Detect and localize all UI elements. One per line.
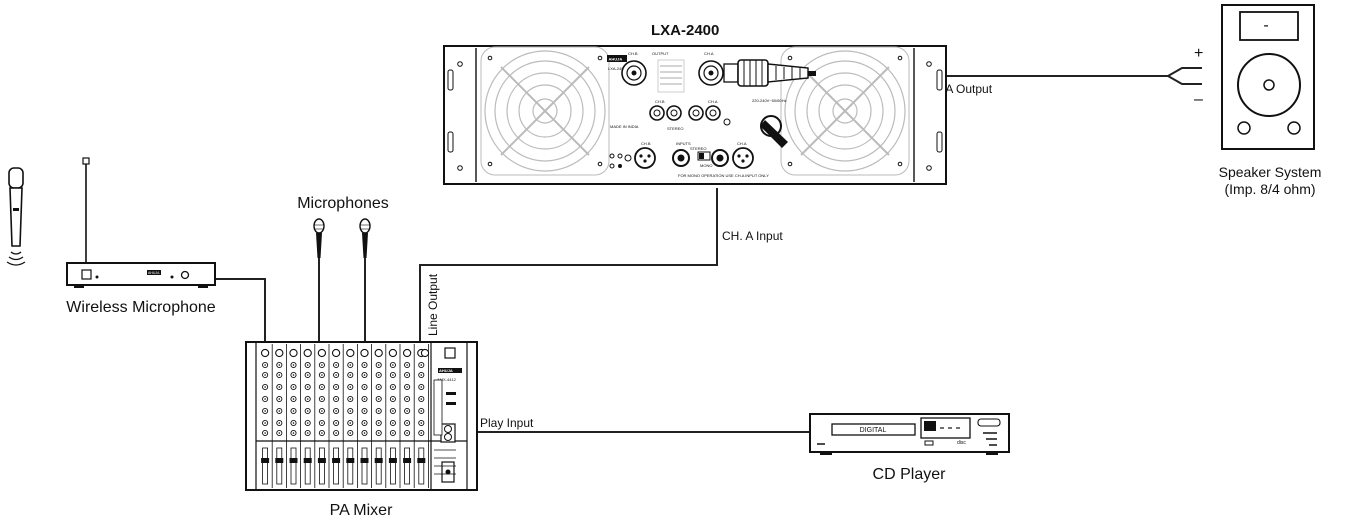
- mixer-channel-strip: [289, 344, 302, 488]
- power-switch-icon: [760, 115, 788, 148]
- speaker-minus: –: [1194, 91, 1203, 108]
- microphone-1-icon: [313, 218, 325, 259]
- handheld-mic-icon: [6, 167, 26, 266]
- mixer-channel-strip: [331, 344, 344, 488]
- mixer-channel-strip: [346, 344, 358, 488]
- cd-display-text: DIGITAL: [860, 427, 887, 434]
- speakon-plug-icon: [723, 59, 816, 87]
- output-ch-b-label: CH.B: [628, 51, 638, 56]
- ch-a-output-cable: [815, 67, 1202, 77]
- mixer-channel-strip: [360, 344, 373, 488]
- output-ch-a-label: CH.A: [704, 51, 714, 56]
- speaker-top-sign: -: [1263, 17, 1268, 34]
- cd-disc-text: disc: [957, 440, 966, 446]
- pa-mixer-label: PA Mixer: [330, 502, 394, 519]
- wireless-brand: AHUJA: [148, 271, 160, 275]
- svg-text:CH.A: CH.A: [708, 99, 718, 104]
- mixer-channel-strip: [317, 344, 330, 488]
- wireless-microphone-label: Wireless Microphone: [66, 299, 215, 316]
- mixer-channel-strip: [303, 344, 316, 488]
- output-text: OUTPUT: [652, 51, 669, 56]
- inputs-text: INPUTS: [676, 141, 691, 146]
- stereo-mono-switch: [697, 151, 711, 161]
- speaker-name: Speaker System: [1219, 164, 1322, 180]
- svg-text:CH.A: CH.A: [737, 141, 747, 146]
- svg-text:CH.B: CH.B: [641, 141, 651, 146]
- speaker-system-icon: [1221, 4, 1315, 150]
- cd-player-icon: [809, 413, 1010, 455]
- speaker-return-cable: [1167, 75, 1202, 85]
- speaker-impedance: (Imp. 8/4 ohm): [1224, 181, 1315, 197]
- mixer-channel-strip: [374, 344, 387, 488]
- svg-text:MONO: MONO: [700, 163, 712, 168]
- svg-text:STEREO: STEREO: [690, 146, 706, 151]
- pa-mixer-icon: AHUJA AMX-4412: [245, 341, 478, 491]
- play-input-label: Play Input: [480, 416, 534, 430]
- mixer-brand: AHUJA: [439, 368, 453, 373]
- mixer-channel-strip: [417, 344, 429, 488]
- wireless-receiver-icon: [66, 157, 216, 288]
- amp-panel-model: LXA-2400: [608, 66, 627, 71]
- microphones-label: Microphones: [297, 195, 389, 212]
- power-text: 220-240V~50/60Hz: [752, 98, 787, 103]
- mixer-channel-strip: [260, 344, 273, 488]
- mono-note-text: FOR MONO OPERATION USE CH.A INPUT ONLY: [678, 173, 769, 178]
- binding-post-terminals: CH.B CH.A STEREO: [649, 99, 721, 131]
- xlr-input-ch-b-icon: [634, 147, 656, 169]
- cables: [215, 67, 1202, 433]
- amp-brand: AHUJA: [609, 57, 623, 62]
- mixer-channel-strip: [275, 344, 287, 488]
- xlr-input-ch-a-icon: [732, 147, 754, 169]
- wireless-cable: [215, 278, 266, 348]
- speaker-plus: +: [1194, 45, 1203, 62]
- amplifier-lxa-2400: AHUJA LXA-2400 MADE IN INDIA OUTPUT CH.B…: [443, 45, 947, 185]
- mixer-master-section: [420, 348, 456, 475]
- mixer-channel-strip: [402, 344, 415, 488]
- microphone-2-icon: [359, 218, 371, 259]
- ch-a-input-label: CH. A Input: [722, 229, 783, 243]
- svg-text:STEREO: STEREO: [667, 126, 683, 131]
- made-in-text: MADE IN INDIA: [610, 124, 639, 129]
- mixer-channel-strip: [388, 344, 401, 488]
- svg-text:CH.B: CH.B: [655, 99, 665, 104]
- mixer-model: AMX-4412: [437, 377, 457, 382]
- ch-a-input-cable: [419, 188, 718, 350]
- line-output-label: Line Output: [426, 273, 440, 336]
- amplifier-title: LXA-2400: [651, 22, 719, 39]
- cd-player-label: CD Player: [873, 466, 947, 483]
